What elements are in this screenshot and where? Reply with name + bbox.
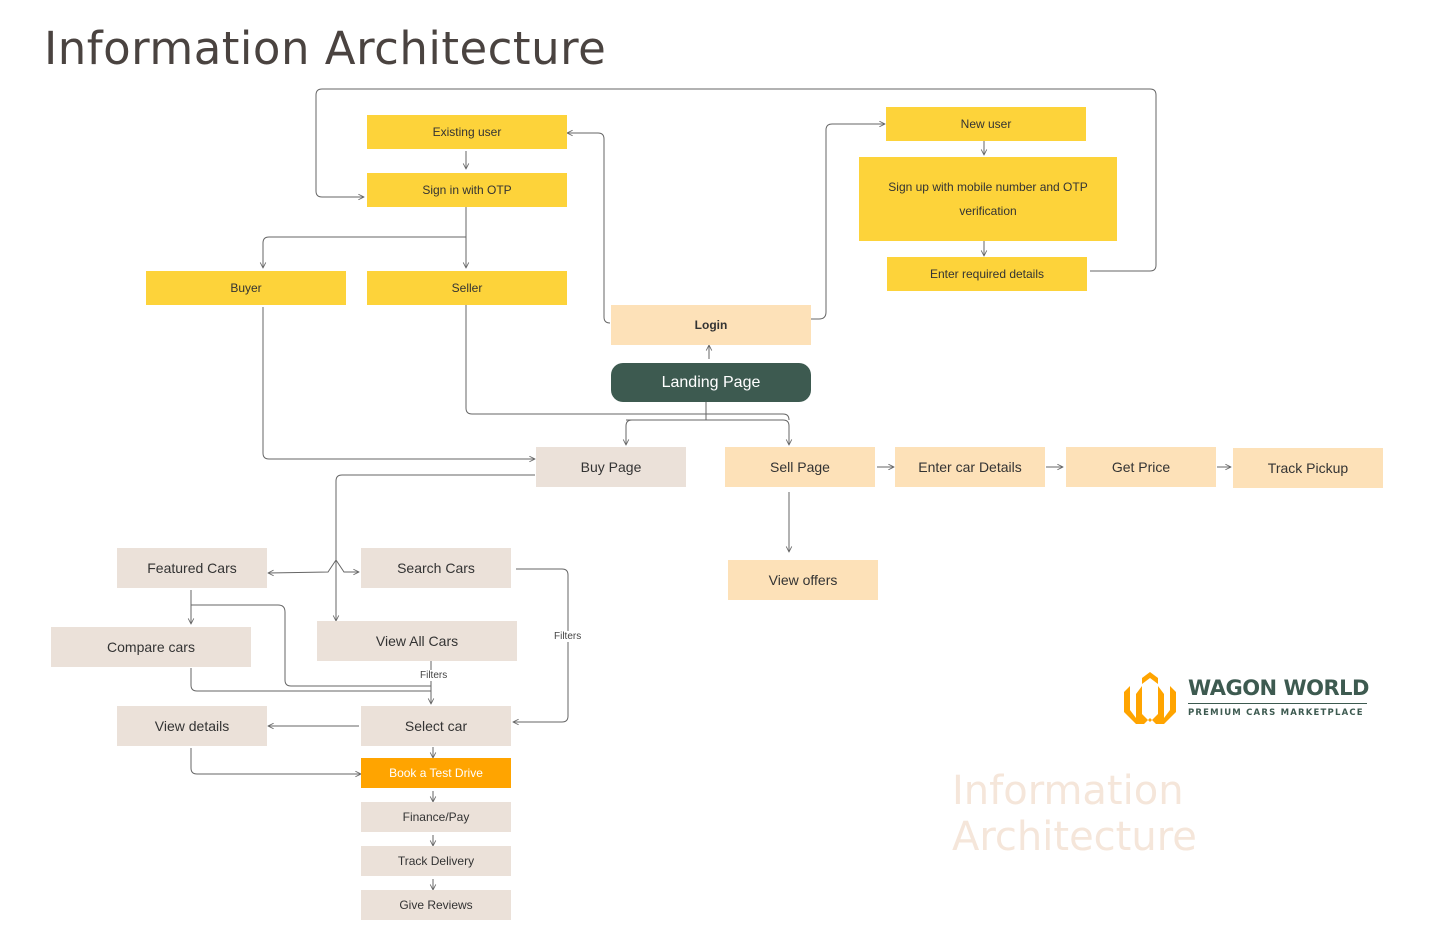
brand-tagline: PREMIUM CARS MARKETPLACE [1188,708,1364,718]
filters-label: Filters [552,631,584,642]
view-details-node: View details [117,706,267,746]
buyer-node: Buyer [146,271,346,305]
compare-cars-node: Compare cars [51,627,251,667]
wagon-world-logo-icon [1124,672,1176,724]
login-node: Login [611,305,811,345]
page-title: Information Architecture [44,22,607,75]
brand-divider [1188,703,1367,704]
get-price-node: Get Price [1066,447,1216,487]
give-reviews-node: Give Reviews [361,890,511,920]
buy-page-node: Buy Page [536,447,686,487]
sign-up-node: Sign up with mobile number and OTP verif… [859,157,1117,241]
brand-name: WAGON WORLD [1188,676,1369,700]
search-cars-node: Search Cars [361,548,511,588]
track-pickup-node: Track Pickup [1233,448,1383,488]
finance-pay-node: Finance/Pay [361,802,511,832]
seller-node: Seller [367,271,567,305]
filters-label: Filters [418,670,450,681]
watermark-title: Information Architecture [952,768,1197,860]
enter-car-details-node: Enter car Details [895,447,1045,487]
track-delivery-node: Track Delivery [361,846,511,876]
book-test-drive-node: Book a Test Drive [361,758,511,788]
landing-page-node: Landing Page [611,363,811,402]
view-offers-node: View offers [728,560,878,600]
sign-in-otp-node: Sign in with OTP [367,173,567,207]
view-all-cars-node: View All Cars [317,621,517,661]
sell-page-node: Sell Page [725,447,875,487]
enter-required-details-node: Enter required details [887,257,1087,291]
select-car-node: Select car [361,706,511,746]
existing-user-node: Existing user [367,115,567,149]
featured-cars-node: Featured Cars [117,548,267,588]
new-user-node: New user [886,107,1086,141]
